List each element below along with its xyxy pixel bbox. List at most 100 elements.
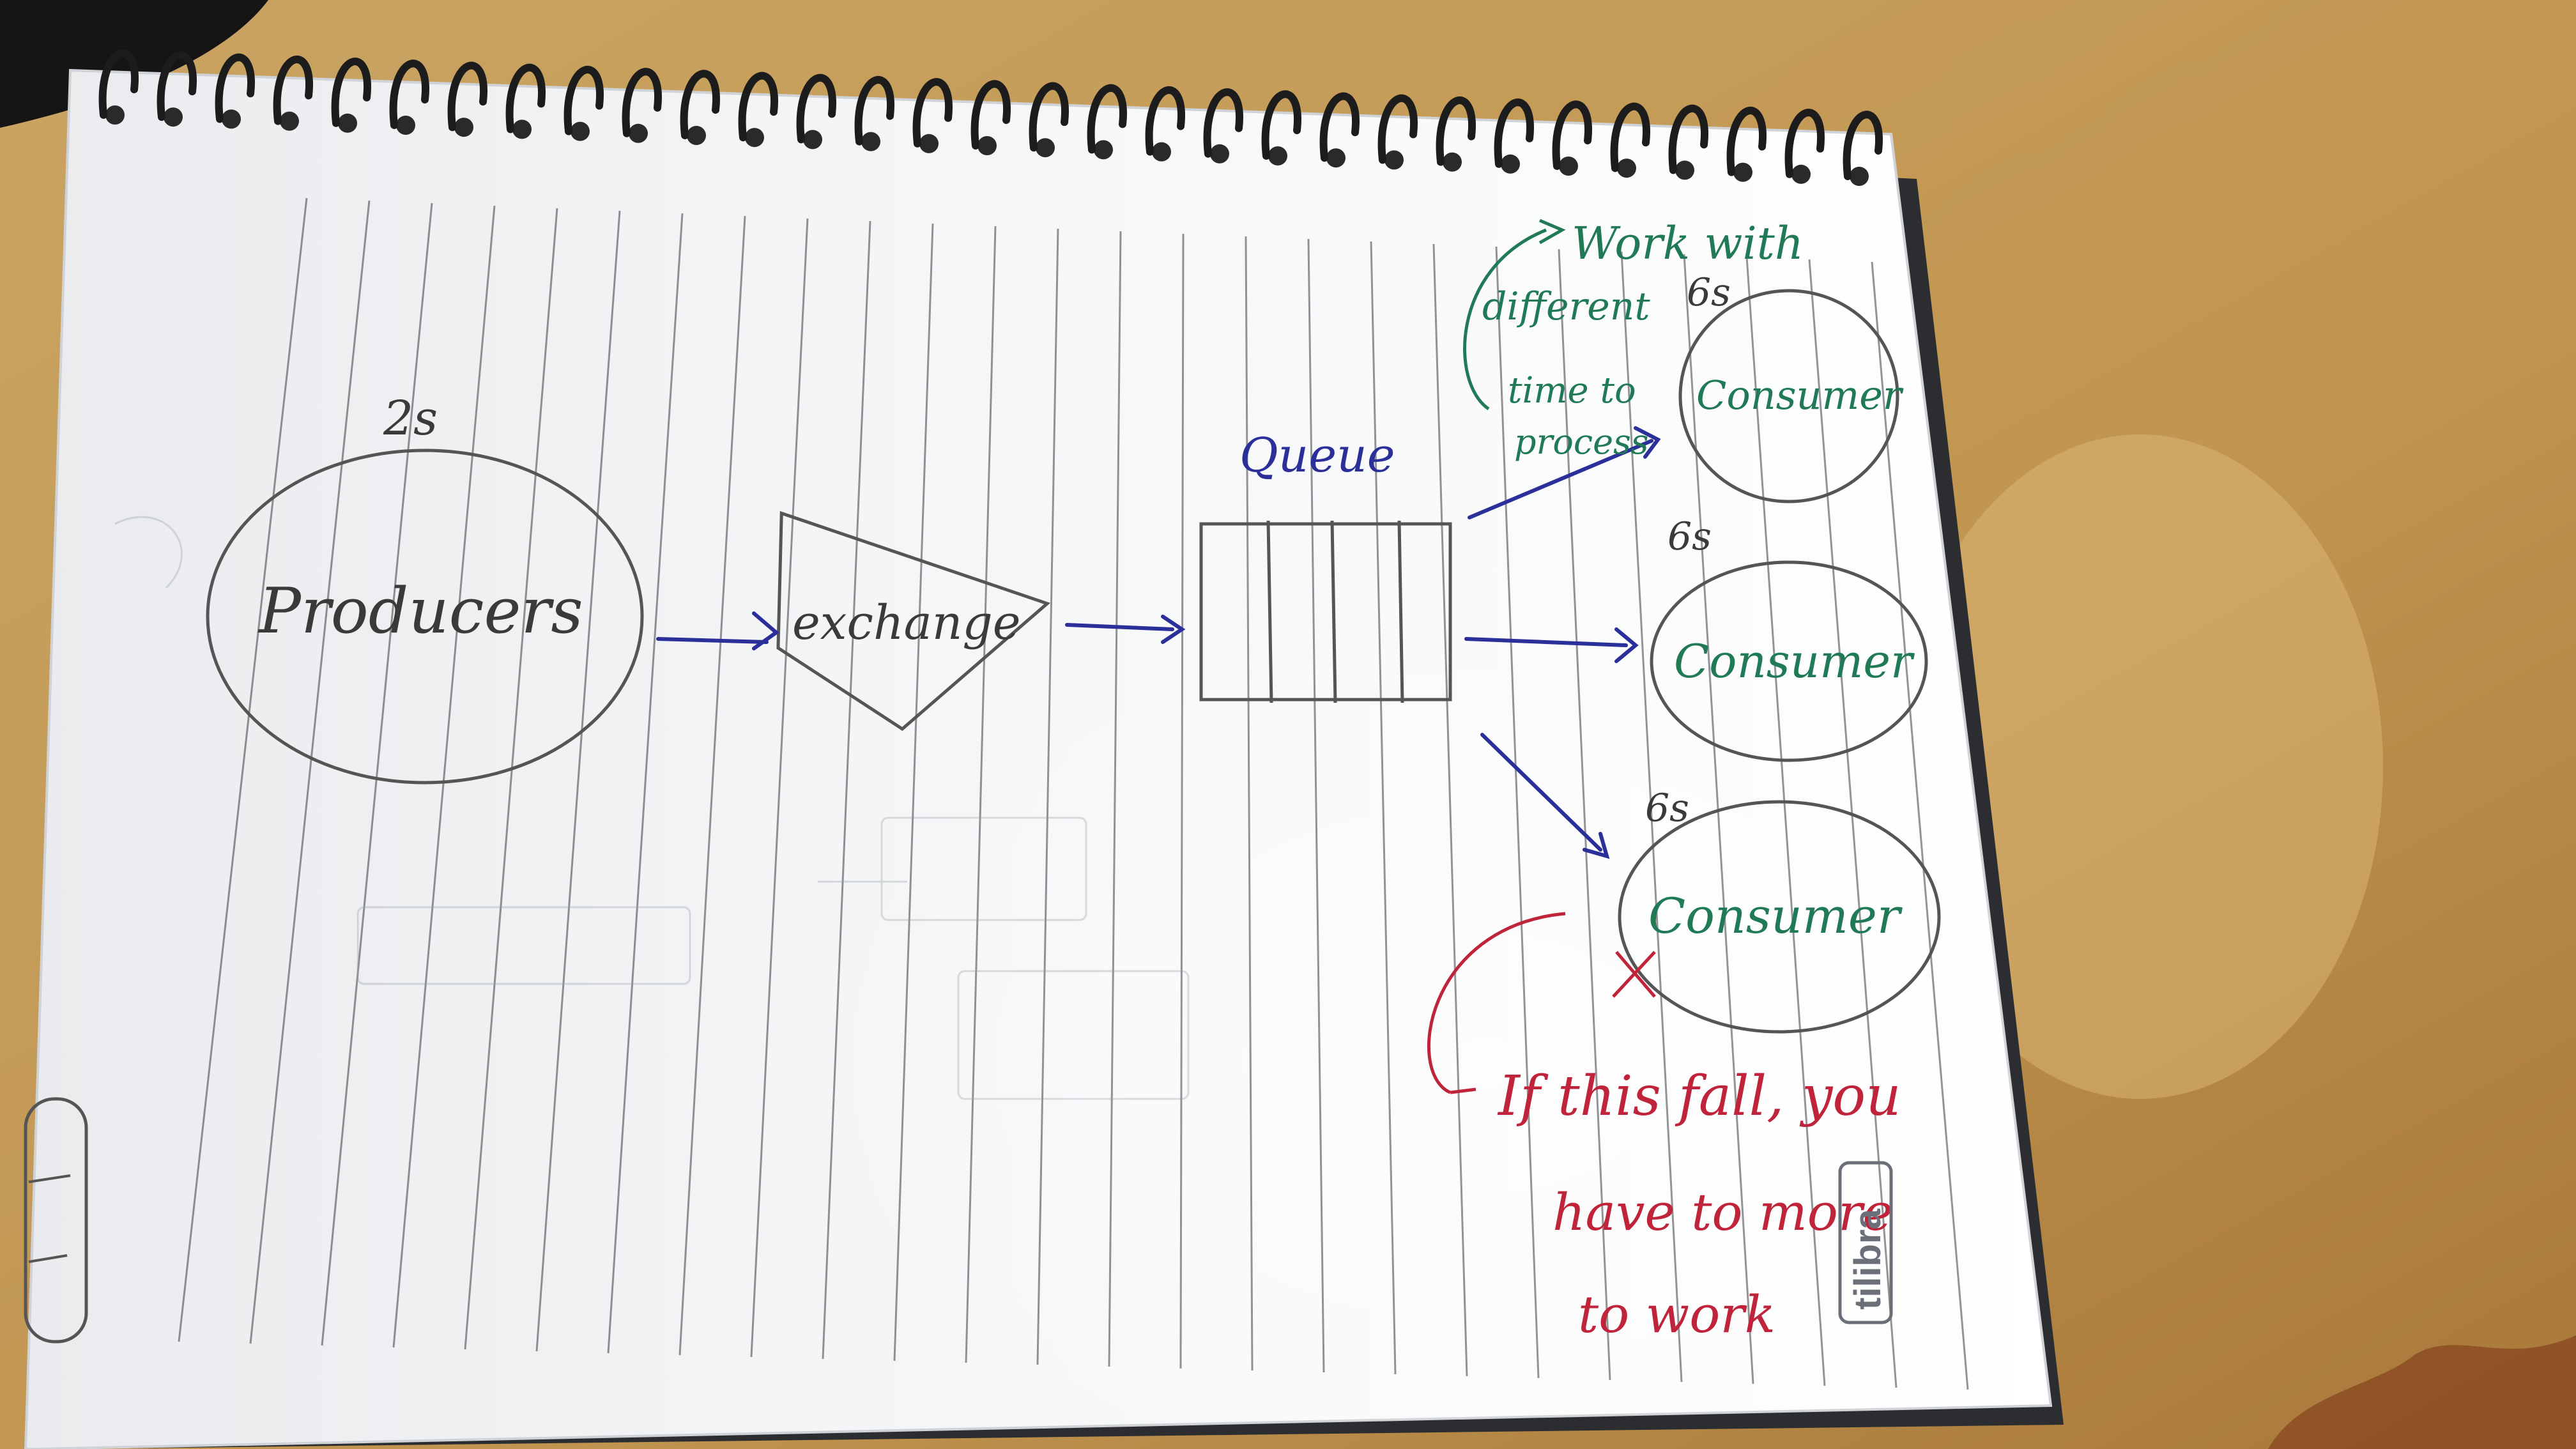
spiral-ring: [331, 57, 371, 127]
spiral-ring: [1843, 111, 1883, 180]
desk-stain: [2268, 1335, 2576, 1449]
ruled-line: [1036, 228, 1059, 1365]
ruled-line: [1871, 261, 1969, 1390]
exchange-to-queue-arrow: [1065, 623, 1174, 631]
producers-node: Producers 2s: [206, 391, 644, 785]
binding-hole: [164, 107, 183, 127]
spiral-ring: [796, 73, 836, 144]
ruled-line: [1808, 259, 1897, 1388]
binding-hole: [1268, 146, 1287, 165]
spiral-ring: [1087, 84, 1127, 154]
spiral-ring: [157, 51, 197, 121]
binding-hole: [687, 126, 706, 145]
spiral-ring: [1319, 92, 1360, 162]
binding-hole: [977, 136, 997, 155]
binding-hole: [1152, 142, 1171, 162]
red-note-line: have to more: [1552, 1183, 1893, 1242]
ruled-line: [464, 208, 558, 1350]
ruled-line: [1108, 231, 1122, 1367]
spiral-binding: [98, 49, 1883, 186]
binding-hole: [105, 105, 125, 125]
binding-hole: [1094, 140, 1113, 160]
binding-hole: [861, 132, 880, 151]
consumer-ellipse: [1618, 800, 1941, 1034]
spiral-ring: [738, 72, 778, 142]
red-note-bracket: [1427, 912, 1566, 1094]
margin-tab: [24, 1097, 88, 1344]
red-note-line: to work: [1578, 1285, 1775, 1344]
exchange-node: exchange: [776, 510, 1051, 732]
producers-to-exchange-arrow: [656, 637, 769, 644]
binding-hole: [1326, 148, 1346, 168]
ruled-lines: [178, 197, 1969, 1390]
ruled-line: [1683, 254, 1754, 1384]
queue-slot-divider: [1266, 520, 1273, 703]
spiral-ring: [505, 63, 546, 134]
binding-hole: [803, 130, 822, 150]
flow-arrows: [656, 426, 1661, 859]
exchange-label: exchange: [792, 595, 1021, 650]
ruled-line: [1307, 238, 1325, 1373]
producers-time: 2s: [383, 391, 438, 446]
queue-to-consumer-arrow: [1468, 439, 1653, 519]
spiral-ring: [215, 53, 255, 123]
consumer-failure-mark: [1612, 951, 1656, 998]
binding-hole: [338, 113, 357, 133]
binding-hole: [919, 134, 939, 153]
binding-hole: [1675, 160, 1694, 180]
spiral-ring: [1377, 94, 1418, 164]
binding-hole: [1850, 167, 1869, 186]
exchange-diamond: [776, 510, 1051, 732]
consumer-time: 6s: [1645, 786, 1689, 831]
spiral-ring: [854, 76, 894, 146]
green-note-line: process: [1514, 422, 1649, 462]
spiral-ring: [447, 61, 487, 132]
ruled-line: [1745, 256, 1826, 1386]
consumer-ellipse: [1650, 560, 1928, 762]
binding-hole: [222, 109, 241, 129]
ruled-line: [1495, 246, 1540, 1379]
spiral-ring: [1145, 86, 1185, 156]
spiral-ring: [912, 78, 953, 148]
spiral-ring: [1668, 104, 1708, 174]
red-note: If this fall, you have to more to work: [1427, 912, 1901, 1344]
ruled-line: [822, 220, 871, 1360]
queue-box: [1199, 522, 1452, 702]
consumer-time: 6s: [1667, 514, 1712, 559]
binding-hole: [1617, 158, 1636, 178]
consumer-ellipse: [1678, 289, 1899, 503]
spiral-ring: [622, 68, 662, 137]
spiral-ring: [564, 66, 604, 135]
light-patch: [1897, 434, 2383, 1099]
spiral-ring: [1436, 96, 1476, 166]
green-note-line: Work with: [1572, 217, 1804, 270]
spiral-ring: [1203, 88, 1243, 158]
ruled-line: [1245, 236, 1254, 1371]
consumer-label: Consumer: [1648, 887, 1903, 944]
ruled-line: [750, 218, 809, 1358]
binding-hole: [512, 119, 532, 139]
ruled-line: [678, 215, 746, 1356]
spiral-ring: [389, 59, 429, 129]
queue-slot-divider: [1397, 520, 1404, 703]
spiral-ring: [1784, 109, 1825, 178]
ruled-line: [1179, 233, 1184, 1369]
producers-label: Producers: [257, 575, 583, 648]
ruled-line: [249, 200, 371, 1344]
ruled-line: [392, 205, 496, 1348]
green-note-line: different: [1482, 284, 1650, 329]
spiral-ring: [98, 49, 139, 119]
green-note-bracket: [1463, 228, 1547, 411]
binding-hole: [1036, 138, 1055, 158]
spiral-ring: [1726, 107, 1767, 176]
ruled-line: [1558, 249, 1611, 1381]
spiral-ring: [1494, 98, 1534, 168]
binding-hole: [396, 116, 415, 135]
binding-hole: [280, 111, 299, 131]
spiral-ring: [273, 56, 313, 125]
queue-node: Queue: [1199, 428, 1452, 703]
logo-text: tilibra: [1847, 1208, 1889, 1310]
binding-hole: [1443, 152, 1462, 172]
consumer-node: Consumer 6s: [1650, 514, 1928, 762]
